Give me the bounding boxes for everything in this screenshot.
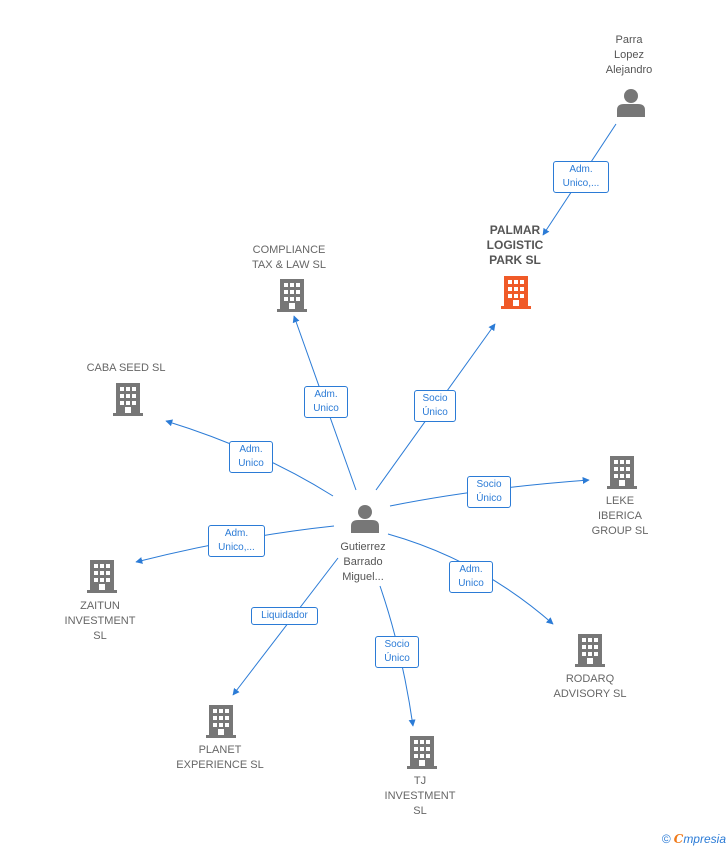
edge-center-planet (232, 557, 339, 696)
edge-badge-center-rodarq[interactable]: Adm. Unico (449, 561, 493, 593)
company-label-leke[interactable]: LEKE IBERICA GROUP SL (591, 495, 649, 537)
building-icon[interactable] (575, 634, 605, 667)
building-icon[interactable] (113, 383, 143, 416)
company-label-rodarq[interactable]: RODARQ ADVISORY SL (553, 673, 627, 700)
building-icon[interactable] (407, 736, 437, 769)
brand-initial: C (673, 832, 684, 846)
person-icon[interactable] (351, 505, 379, 533)
person-label-parra[interactable]: Parra Lopez Alejandro (605, 34, 653, 76)
person-label-gutierrez[interactable]: Gutierrez Barrado Miguel... (340, 541, 386, 583)
edge-badge-center-zaitun[interactable]: Adm. Unico,... (208, 525, 265, 557)
building-icon[interactable] (501, 276, 531, 309)
company-label-planet[interactable]: PLANET EXPERIENCE SL (176, 744, 264, 771)
edge-badge-parra-palmar[interactable]: Adm. Unico,... (553, 161, 609, 193)
building-icon[interactable] (206, 705, 236, 738)
edge-badge-center-caba[interactable]: Adm. Unico (229, 441, 273, 473)
edge-badge-center-leke[interactable]: Socio Único (467, 476, 511, 508)
edge-badge-center-compliance[interactable]: Adm. Unico (304, 386, 348, 418)
company-label-tj[interactable]: TJ INVESTMENT SL (384, 775, 456, 817)
company-label-compliance[interactable]: COMPLIANCE TAX & LAW SL (252, 244, 326, 271)
edge-badge-center-tj[interactable]: Socio Único (375, 636, 419, 668)
copyright-icon: © (661, 832, 671, 846)
company-label-zaitun[interactable]: ZAITUN INVESTMENT SL (64, 600, 136, 642)
edge-badge-center-planet[interactable]: Liquidador (251, 607, 318, 625)
building-icon[interactable] (277, 279, 307, 312)
person-icon[interactable] (617, 89, 645, 117)
edge-badge-center-palmar[interactable]: Socio Único (414, 390, 456, 422)
brand-name: mpresia (683, 832, 726, 846)
building-icon[interactable] (87, 560, 117, 593)
company-label-palmar[interactable]: PALMAR LOGISTIC PARK SL (486, 223, 544, 267)
building-icon[interactable] (607, 456, 637, 489)
empresia-watermark: ©Cmpresia (662, 832, 726, 846)
company-label-caba[interactable]: CABA SEED SL (86, 362, 166, 374)
